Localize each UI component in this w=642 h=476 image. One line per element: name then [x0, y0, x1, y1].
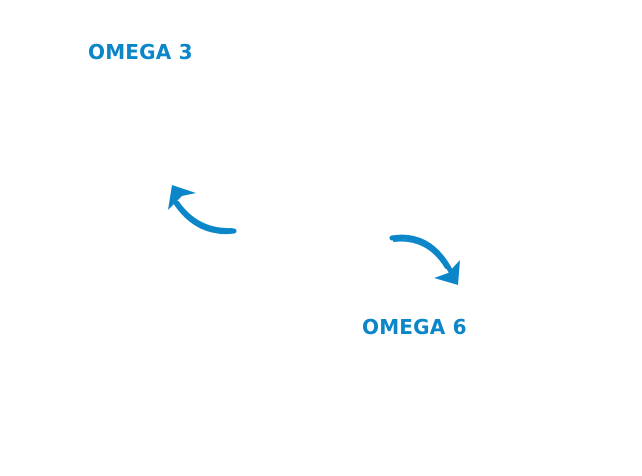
omega-3-label: OMEGA 3: [88, 40, 193, 64]
curved-arrow-down-right-icon: [389, 234, 460, 285]
omega-6-label: OMEGA 6: [362, 315, 467, 339]
curved-arrow-up-left-icon: [168, 185, 237, 235]
